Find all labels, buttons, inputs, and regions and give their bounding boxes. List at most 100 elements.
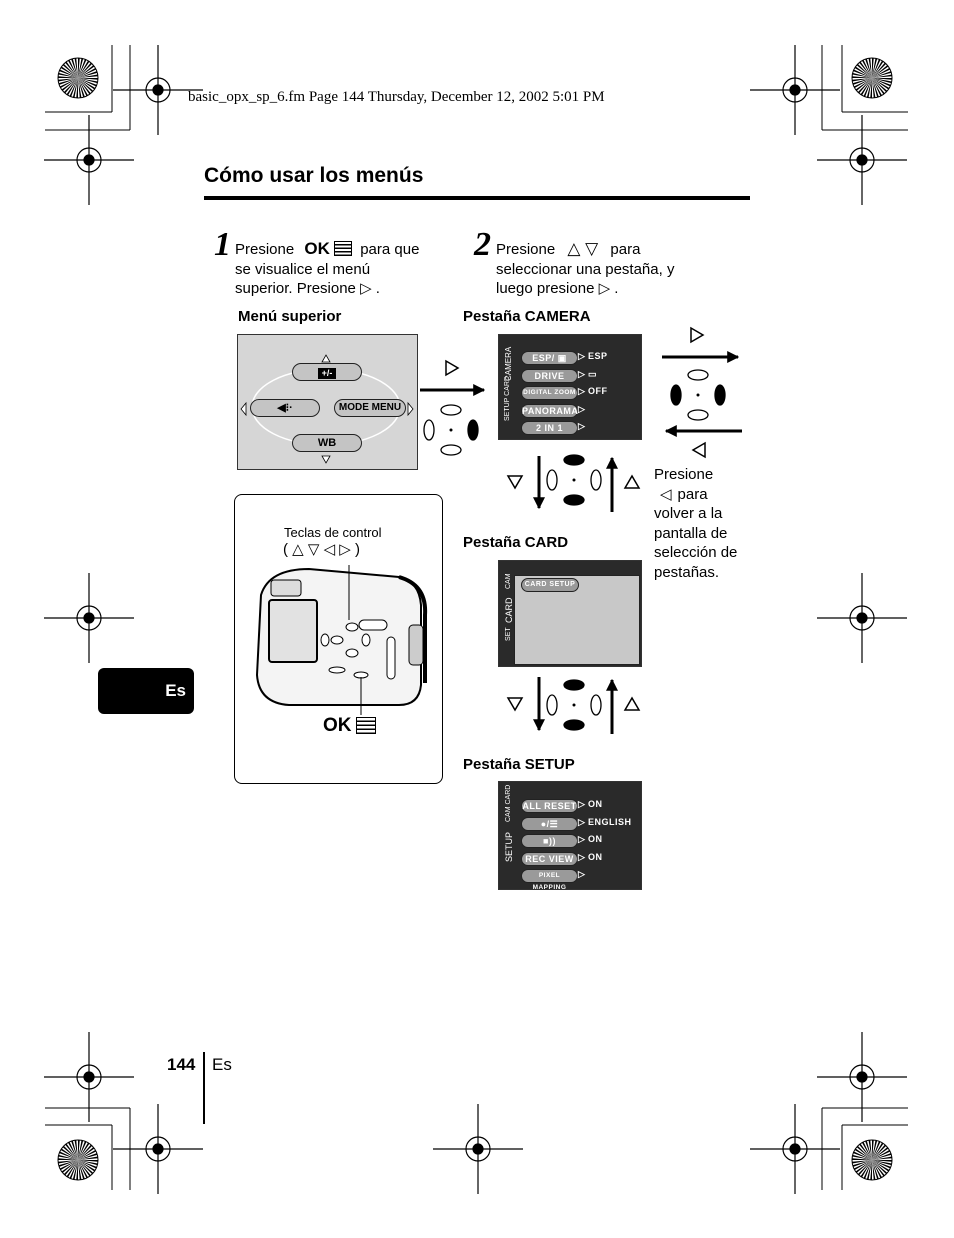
step-1-line2: se visualice el menú [235, 260, 371, 278]
right-key-icon-1 [445, 359, 460, 377]
exposure-comp-icon: +/- [318, 368, 336, 379]
crosshair-mark [433, 1104, 523, 1194]
starburst-mark [851, 57, 893, 99]
setup-item-4: REC VIEW [521, 851, 578, 866]
setup-item-1: ALL RESET [521, 799, 578, 813]
menu-icon-camera [355, 717, 376, 734]
crosshair-mark [44, 573, 134, 663]
starburst-mark [57, 1139, 99, 1181]
crosshair-mark [817, 1032, 907, 1122]
setup-tab-screen: CAM CARD SETUP ALL RESET▷ON●/☰▷ENGLISH■)… [498, 781, 642, 891]
camera-item-arrow-2: ▷ [578, 368, 586, 379]
camera-item-arrow-4: ▷ [578, 403, 586, 414]
control-keys-symbols: ( △ ▽ ◁ ▷ ) [283, 541, 360, 558]
step-2-number: 2 [474, 226, 491, 263]
camera-item-value-1: ESP [588, 351, 608, 361]
up-key-icon-1 [623, 474, 641, 489]
step-2-line2: seleccionar una pestaña, y [496, 260, 675, 278]
camera-item-arrow-5: ▷ [578, 421, 586, 431]
mode-menu-pill: MODE MENU [334, 399, 406, 417]
starburst-mark [57, 57, 99, 99]
crosshair-mark [750, 45, 840, 135]
step-2-line1b: para [610, 241, 641, 258]
right-triangle-icon: ▷ [598, 280, 611, 297]
setup-item-arrow-2: ▷ [578, 816, 586, 827]
exposure-comp-pill: +/- [292, 363, 362, 381]
caption-setup-tab: Pestaña SETUP [463, 756, 575, 773]
setup-item-value-3: ON [588, 834, 603, 844]
crosshair-mark [750, 1104, 840, 1194]
down-key-icon-2 [506, 697, 524, 712]
camera-drawing [255, 565, 428, 715]
step-1-number: 1 [214, 226, 231, 263]
camera-item-4: PANORAMA [521, 403, 579, 418]
caption-top-menu: Menú superior [238, 308, 342, 325]
up-key-icon-2 [623, 696, 641, 711]
up-down-triangle-icon: △ ▽ [567, 239, 599, 258]
camera-item-arrow-3: ▷ [578, 386, 586, 396]
card-setup-item: CARD SETUP [521, 578, 579, 592]
camera-item-1: ESP/ ▣ [521, 351, 578, 365]
return-note-line6: pestañas. [654, 563, 720, 581]
step-1-line1a: Presione [235, 241, 295, 258]
step-1-text: Presione OK para que se visualice el men… [235, 239, 450, 299]
camera-item-value-3: OFF [588, 386, 608, 396]
camera-item-value-2: ▭ [588, 368, 598, 379]
step-1-line1b: para que [360, 241, 420, 258]
language-tab: Es [98, 668, 194, 714]
crosshair-mark [113, 45, 203, 135]
top-menu-screen: +/- ◀⁝· MODE MENU WB [237, 334, 418, 470]
footer-language: Es [212, 1055, 232, 1074]
step-1-line3: superior. Presione [235, 280, 356, 297]
control-keys-label: Teclas de control [284, 525, 382, 540]
step-2-line3: luego presione [496, 280, 595, 297]
step-2-line1a: Presione [496, 241, 556, 258]
ok-menu-button-label: OK [323, 715, 376, 737]
wb-pill: WB [292, 434, 362, 452]
camera-illustration-box: Teclas de control ( △ ▽ ◁ ▷ ) OK [234, 494, 443, 784]
camera-item-3: DIGITAL ZOOM [521, 386, 578, 400]
setup-item-value-2: ENGLISH [588, 816, 632, 827]
return-note-line1: Presione [654, 466, 714, 483]
camera-item-arrow-1: ▷ [578, 351, 586, 361]
direction-pad-icon [423, 404, 479, 456]
left-triangle-icon: ◁ [660, 485, 672, 503]
footer-divider [203, 1052, 205, 1124]
setup-item-3: ■)) [521, 834, 578, 848]
page-title: Cómo usar los menús [204, 164, 424, 187]
setup-item-2: ●/☰ [521, 816, 578, 831]
page-header-slug: basic_opx_sp_6.fm Page 144 Thursday, Dec… [188, 89, 605, 105]
menu-icon [334, 241, 353, 256]
caption-camera-tab: Pestaña CAMERA [463, 308, 591, 325]
return-note: Presione ◁ para volver a la pantalla de s… [654, 465, 764, 582]
crosshair-mark [817, 573, 907, 663]
return-note-line4: pantalla de [654, 524, 728, 542]
setup-item-arrow-4: ▷ [578, 851, 586, 862]
flash-icon: ◀⁝· [277, 402, 293, 414]
page-number: 144 [167, 1055, 196, 1074]
caption-card-tab: Pestaña CARD [463, 534, 569, 551]
setup-item-arrow-5: ▷ [578, 869, 586, 879]
down-key-icon-1 [506, 475, 524, 490]
return-note-line3: volver a la [654, 505, 723, 522]
card-tab-screen: CAM CARD SET CARD SETUP [498, 560, 642, 667]
camera-item-5: 2 IN 1 [521, 421, 578, 435]
right-key-icon-2 [690, 326, 705, 344]
setup-item-value-1: ON [588, 799, 603, 809]
setup-item-value-4: ON [588, 851, 603, 862]
direction-pad-icon [546, 454, 602, 506]
crosshair-mark [44, 1032, 134, 1122]
camera-item-2: DRIVE [521, 368, 578, 383]
crosshair-mark [113, 1104, 203, 1194]
right-triangle-icon: ▷ [360, 280, 372, 297]
return-note-line2: para [677, 485, 708, 503]
crosshair-mark [44, 115, 134, 205]
return-note-line5: selección de [654, 544, 738, 561]
starburst-mark [851, 1139, 893, 1181]
flash-pill: ◀⁝· [250, 399, 320, 417]
setup-item-arrow-3: ▷ [578, 834, 586, 844]
direction-pad-icon [546, 679, 602, 731]
